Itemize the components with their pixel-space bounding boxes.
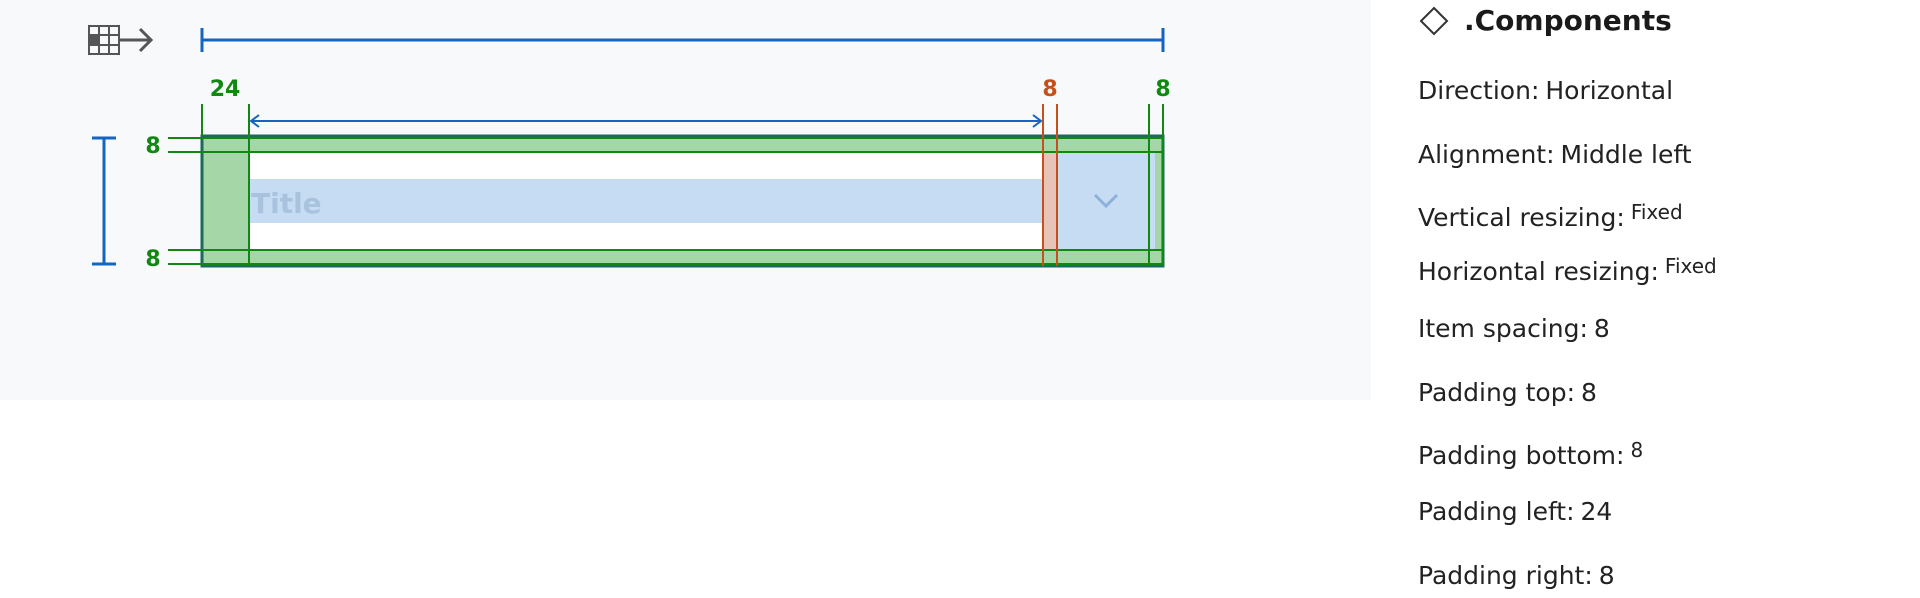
padding-bottom-label: 8 (145, 247, 160, 272)
padding-left-label: 24 (210, 77, 241, 102)
padding-left-area (202, 152, 249, 250)
properties-panel: .Components Direction:Horizontal Alignme… (1418, 0, 1918, 598)
prop-item-spacing: Item spacing:8 (1418, 314, 1610, 343)
prop-vertical-resizing: Vertical resizing:Fixed (1418, 200, 1683, 232)
prop-label: Padding right: (1418, 561, 1593, 590)
prop-value: Horizontal (1545, 76, 1674, 105)
layout-diagram: Title 24 8 8 8 8 (88, 25, 1171, 272)
prop-padding-left: Padding left:24 (1418, 497, 1612, 526)
prop-label: Vertical resizing: (1418, 203, 1625, 232)
auto-layout-horizontal-icon (88, 25, 154, 55)
component-diamond-icon (1419, 6, 1449, 35)
prop-label: Direction: (1418, 76, 1540, 105)
prop-value: 8 (1630, 438, 1644, 462)
width-dimension (200, 28, 1165, 52)
prop-label: Horizontal resizing: (1418, 257, 1659, 286)
height-dimension (92, 136, 116, 266)
spacing-guides (1042, 104, 1058, 266)
prop-alignment: Alignment:Middle left (1418, 140, 1692, 169)
title-text-box (249, 179, 1043, 223)
prop-label: Padding top: (1418, 378, 1576, 407)
prop-value: 8 (1593, 314, 1610, 343)
prop-label: Alignment: (1418, 140, 1555, 169)
prop-label: Padding bottom: (1418, 441, 1625, 470)
prop-padding-right: Padding right:8 (1418, 561, 1615, 590)
prop-direction: Direction:Horizontal (1418, 76, 1673, 105)
chevron-down-icon (1093, 193, 1119, 209)
padding-right-label: 8 (1155, 77, 1170, 102)
padding-right-area (1155, 152, 1163, 250)
prop-value: 24 (1580, 497, 1613, 526)
padding-bottom-area (202, 250, 1163, 266)
title-placeholder: Title (251, 187, 322, 220)
padding-guides (168, 104, 1164, 266)
item-spacing-label: 8 (1042, 77, 1057, 102)
panel-header: .Components (1418, 4, 1672, 37)
content-width-arrow (249, 114, 1043, 128)
canvas: Title 24 8 8 8 8 (0, 0, 1371, 400)
prop-value: Fixed (1630, 200, 1683, 224)
item-spacing-area (1043, 152, 1057, 250)
prop-value: Fixed (1664, 254, 1717, 278)
prop-value: 8 (1581, 378, 1597, 407)
icon-container (1057, 152, 1155, 250)
prop-padding-bottom: Padding bottom:8 (1418, 438, 1643, 470)
padding-top-label: 8 (145, 134, 160, 159)
prop-horizontal-resizing: Horizontal resizing:Fixed (1418, 254, 1717, 286)
padding-top-area (202, 136, 1163, 152)
prop-label: Item spacing: (1418, 314, 1588, 343)
panel-title: .Components (1464, 4, 1672, 37)
prop-label: Padding left: (1418, 497, 1575, 526)
prop-value: Middle left (1560, 140, 1692, 169)
prop-padding-top: Padding top:8 (1418, 378, 1597, 407)
prop-value: 8 (1598, 561, 1615, 590)
